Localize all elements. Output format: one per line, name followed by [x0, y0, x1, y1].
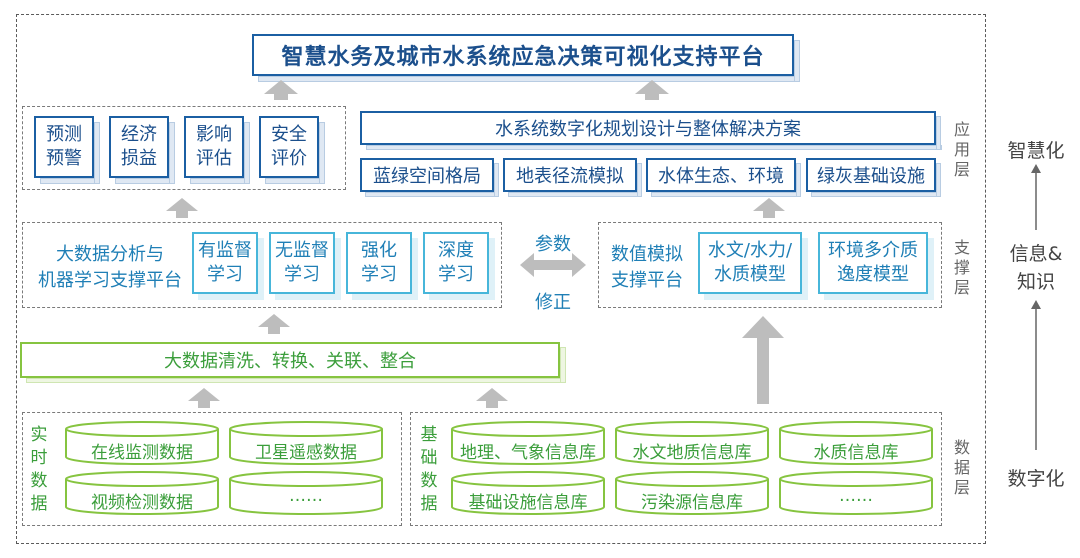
up-arrow-icon	[188, 388, 220, 408]
data-layer-label: 数 据 层	[953, 438, 970, 497]
db-geo-meteo: 地理、气象信息库	[450, 420, 606, 466]
db-basic-more: ……	[778, 470, 934, 516]
numerical-platform-title: 数值模拟 支撑平台	[611, 244, 683, 291]
axis-info-knowledge: 信息& 知识	[1009, 243, 1063, 293]
realtime-data-label: 实 时 数 据	[30, 425, 48, 514]
db-realtime-more: ……	[228, 470, 384, 516]
support-layer-label: 支 撑 层	[953, 238, 970, 297]
basic-data-label: 基 础 数 据	[420, 425, 438, 514]
basic-data-group	[410, 412, 942, 526]
exchange-correction-label: 修正	[535, 292, 571, 313]
app-box-forecast-warning: 预测 预警	[34, 116, 100, 184]
ml-platform-group	[22, 222, 502, 308]
model-box-fugacity: 环境多介质 逸度模型	[818, 232, 934, 300]
big-up-arrow-icon	[742, 316, 784, 404]
db-video-detection: 视频检测数据	[64, 470, 220, 516]
application-layer-label: 应 用 层	[953, 120, 970, 179]
up-arrow-icon	[753, 198, 785, 218]
app-box-green-gray-infra: 绿灰基础设施	[806, 158, 941, 197]
app-box-blue-green-space: 蓝绿空间格局	[360, 158, 499, 197]
db-online-monitoring: 在线监测数据	[64, 420, 220, 466]
up-arrow-icon	[264, 80, 298, 100]
axis-smart: 智慧化	[1007, 140, 1065, 162]
ml-platform-title: 大数据分析与 机器学习支撑平台	[38, 244, 182, 291]
axis-digital: 数字化	[1007, 468, 1065, 490]
db-infrastructure: 基础设施信息库	[450, 470, 606, 516]
axis-arrow-icon	[1031, 164, 1041, 230]
db-satellite-remote: 卫星遥感数据	[228, 420, 384, 466]
ml-box-supervised: 有监督 学习	[192, 232, 264, 300]
up-arrow-icon	[476, 388, 508, 408]
up-arrow-icon	[635, 80, 669, 100]
data-cleaning-bar: 大数据清洗、转换、关联、整合	[20, 342, 566, 383]
solution-banner: 水系统数字化规划设计与整体解决方案	[360, 111, 942, 150]
numerical-platform-group	[598, 222, 942, 308]
up-arrow-icon	[258, 314, 290, 334]
platform-frame	[16, 14, 986, 544]
ml-box-deep: 深度 学习	[423, 232, 495, 300]
app-box-water-ecology: 水体生态、环境	[646, 158, 801, 197]
app-box-safety-evaluation: 安全 评价	[259, 116, 325, 184]
app-box-surface-runoff: 地表径流模拟	[503, 158, 642, 197]
model-box-hydro: 水文/水力/ 水质模型	[698, 232, 808, 300]
app-box-economic-loss: 经济 损益	[109, 116, 175, 184]
axis-arrow-icon	[1031, 300, 1041, 450]
application-left-group	[22, 106, 346, 190]
double-arrow-icon	[520, 253, 586, 277]
db-pollution-source: 污染源信息库	[614, 470, 770, 516]
ml-box-unsupervised: 无监督 学习	[269, 232, 341, 300]
db-hydrogeology: 水文地质信息库	[614, 420, 770, 466]
db-water-quality: 水质信息库	[778, 420, 934, 466]
platform-title-box: 智慧水务及城市水系统应急决策可视化支持平台	[252, 34, 800, 82]
up-arrow-icon	[166, 198, 198, 218]
realtime-data-group	[22, 412, 402, 526]
platform-title: 智慧水务及城市水系统应急决策可视化支持平台	[281, 45, 765, 70]
ml-box-reinforcement: 强化 学习	[346, 232, 418, 300]
app-box-impact-assessment: 影响 评估	[184, 116, 250, 184]
exchange-param-label: 参数	[535, 234, 571, 255]
